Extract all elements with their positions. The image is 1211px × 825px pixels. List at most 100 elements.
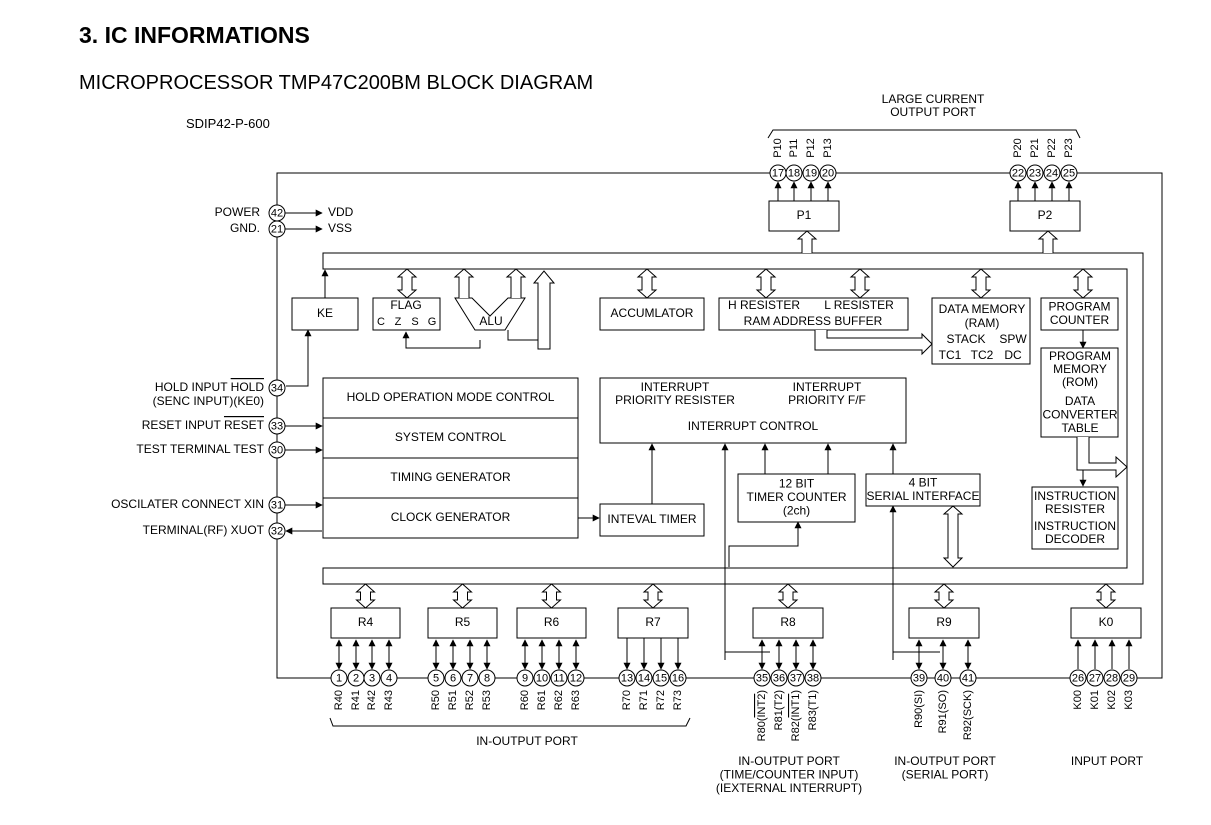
bus-arrow-r7 — [642, 583, 664, 609]
pin-label-r52: R52 — [464, 690, 476, 710]
pin-29 — [1120, 669, 1138, 687]
l-register-label: L RESISTER — [824, 298, 894, 312]
program-memory-line-2: (ROM) — [1062, 375, 1098, 389]
bus-arrow-alu-a — [453, 268, 475, 298]
pin-9-num: 9 — [522, 672, 528, 684]
pin-32 — [268, 522, 286, 540]
pin-23 — [1026, 164, 1044, 182]
pin-7-num: 7 — [467, 672, 473, 684]
pin-35-num: 35 — [756, 672, 768, 684]
port-r8 — [752, 607, 824, 639]
program-counter-block — [1040, 297, 1119, 331]
pin-8-num: 8 — [484, 672, 490, 684]
pin-11-num: 11 — [553, 672, 564, 684]
bottom-group-label-2-line-0: IN-OUTPUT PORT — [894, 754, 996, 768]
pin-14 — [635, 669, 653, 687]
timer-counter-block — [737, 473, 856, 523]
port-r9 — [908, 607, 980, 639]
pin-label-r92sck: R92(SCK) — [962, 690, 974, 740]
pin-23-num: 23 — [1029, 167, 1041, 179]
serial-interface-block-line-1: SERIAL INTERFACE — [867, 489, 980, 503]
pin-4 — [380, 669, 398, 687]
data-memory-block — [931, 297, 1031, 365]
bus-arrow-h — [755, 268, 777, 299]
pin-13-num: 13 — [621, 672, 633, 684]
pin-label-k03: K03 — [1123, 690, 1135, 710]
accumulator-block-label: ACCUMLATOR — [611, 306, 694, 320]
system-control-block-label: SYSTEM CONTROL — [395, 430, 507, 444]
flag-bit-z: Z — [395, 316, 402, 328]
pin-label-k00: K00 — [1072, 690, 1084, 710]
clock-generator-block — [322, 497, 579, 539]
timer-counter-block-line-1: TIMER COUNTER — [747, 490, 847, 504]
pin-21-num: 21 — [271, 223, 283, 235]
signal-line — [402, 331, 481, 349]
pin-label-p10: P10 — [772, 138, 784, 158]
signal-line — [767, 129, 1081, 139]
bus-arrow-flag — [396, 268, 418, 299]
pin-label-r83t1: R83(T1) — [807, 690, 819, 730]
port-p1 — [768, 200, 840, 232]
pin-34-num: 34 — [271, 382, 283, 394]
port-p1-label: P1 — [797, 208, 812, 222]
port-r6-label: R6 — [544, 615, 560, 629]
pin-label-r41: R41 — [350, 690, 362, 710]
instruction-decoder-line-0: INSTRUCTION — [1034, 519, 1116, 533]
pin-36-num: 36 — [773, 672, 785, 684]
bus-arrow-p1 — [796, 230, 818, 253]
interval-timer-block — [599, 503, 705, 537]
pin-37 — [787, 669, 805, 687]
pin-15 — [652, 669, 670, 687]
power-label-0: POWER — [215, 205, 261, 219]
pin-17-num: 17 — [772, 167, 784, 179]
pin-label-p12: P12 — [805, 138, 817, 158]
pin-label-r61: R61 — [536, 690, 548, 710]
signal-line — [286, 329, 312, 387]
pin-label-p21: P21 — [1029, 138, 1041, 158]
pin-label-r91so: R91(SO) — [937, 690, 949, 733]
pin-39 — [910, 669, 928, 687]
timing-generator-block — [322, 457, 579, 499]
hold-operation-block — [322, 377, 579, 419]
pin-6 — [444, 669, 462, 687]
power-label-1: GND. — [230, 221, 260, 235]
interrupt-priority-ff-line-1: PRIORITY F/F — [788, 393, 866, 407]
port-k0 — [1070, 607, 1142, 639]
power-signal-0: VDD — [328, 205, 354, 219]
port-r6 — [516, 607, 587, 639]
pin-37-num: 37 — [790, 672, 802, 684]
signal-line — [728, 521, 802, 567]
bus-arrow-alu-b — [505, 268, 527, 298]
bottom-group-label-1-line-0: IN-OUTPUT PORT — [738, 754, 840, 768]
alu-label: ALU — [479, 314, 502, 328]
pin-label-r63: R63 — [570, 690, 582, 710]
pin-4-num: 4 — [386, 672, 392, 684]
pin-3-num: 3 — [369, 672, 375, 684]
port-r9-label: R9 — [936, 615, 952, 629]
test-terminal-label: TEST TERMINAL TEST — [136, 442, 264, 456]
pin-label-r90si: R90(SI) — [913, 690, 925, 728]
flag-label: FLAG — [390, 298, 421, 312]
pin-label-r43: R43 — [383, 690, 395, 710]
xout-label: TERMINAL(RF) XUOT — [143, 523, 265, 537]
pin-label-r40: R40 — [333, 690, 345, 710]
pin-19 — [802, 164, 820, 182]
ke-block-label: KE — [317, 306, 333, 320]
package-label: SDIP42-P-600 — [186, 116, 270, 131]
pin-26 — [1069, 669, 1087, 687]
pin-22 — [1009, 164, 1027, 182]
bottom-group-label-0-line-0: IN-OUTPUT PORT — [476, 734, 578, 748]
pin-32-num: 32 — [271, 525, 283, 537]
pin-36 — [770, 669, 788, 687]
data-converter-table-line-2: TABLE — [1061, 421, 1098, 435]
pin-label-r72: R72 — [655, 690, 667, 710]
bus-arrow-l — [849, 268, 871, 299]
pin-42-num: 42 — [271, 207, 283, 219]
pin-20 — [819, 164, 837, 182]
bottom-group-label-2-line-1: (SERIAL PORT) — [902, 768, 989, 782]
port-p2-label: P2 — [1038, 208, 1053, 222]
interval-timer-block-label: INTEVAL TIMER — [607, 512, 696, 526]
bus-arrow-p2 — [1037, 230, 1059, 253]
pin-7 — [461, 669, 479, 687]
pin-label-r50: R50 — [430, 690, 442, 710]
